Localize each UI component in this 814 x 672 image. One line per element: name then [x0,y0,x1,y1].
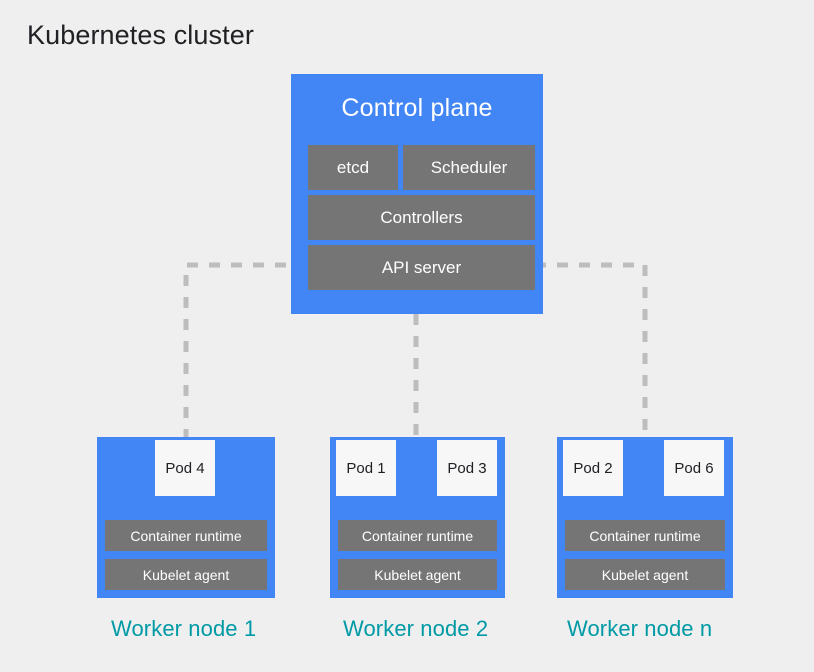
container-runtime-bar[interactable]: Container runtime [105,520,267,551]
worker-node-2-label: Worker node 2 [343,616,489,641]
pod-box[interactable]: Pod 6 [664,440,724,496]
worker-node-1-label: Worker node 1 [111,616,257,641]
connector-node-1 [183,262,308,437]
container-runtime-bar[interactable]: Container runtime [338,520,497,551]
control-plane-component-api-server[interactable]: API server [308,245,535,290]
worker-node-n: Pod 2 Pod 6 Container runtime Kubelet ag… [557,437,733,598]
pod-box[interactable]: Pod 4 [155,440,215,496]
control-plane-component-controllers[interactable]: Controllers [308,195,535,240]
container-runtime-bar[interactable]: Container runtime [565,520,725,551]
control-plane-component-scheduler[interactable]: Scheduler [403,145,535,190]
kubelet-agent-bar[interactable]: Kubelet agent [105,559,267,590]
worker-node-1: Pod 4 Container runtime Kubelet agent [97,437,275,598]
kubelet-agent-bar[interactable]: Kubelet agent [338,559,497,590]
worker-node-n-label: Worker node n [567,616,713,641]
kubelet-agent-bar[interactable]: Kubelet agent [565,559,725,590]
control-plane-title: Control plane [341,94,493,122]
pod-box[interactable]: Pod 2 [563,440,623,496]
control-plane-component-etcd[interactable]: etcd [308,145,398,190]
control-plane-box: Control plane etcd Scheduler Controllers… [291,74,543,314]
worker-node-2: Pod 1 Pod 3 Container runtime Kubelet ag… [330,437,505,598]
page-title: Kubernetes cluster [27,20,254,50]
pod-box[interactable]: Pod 3 [437,440,497,496]
connector-node-n [535,262,648,437]
pod-box[interactable]: Pod 1 [336,440,396,496]
